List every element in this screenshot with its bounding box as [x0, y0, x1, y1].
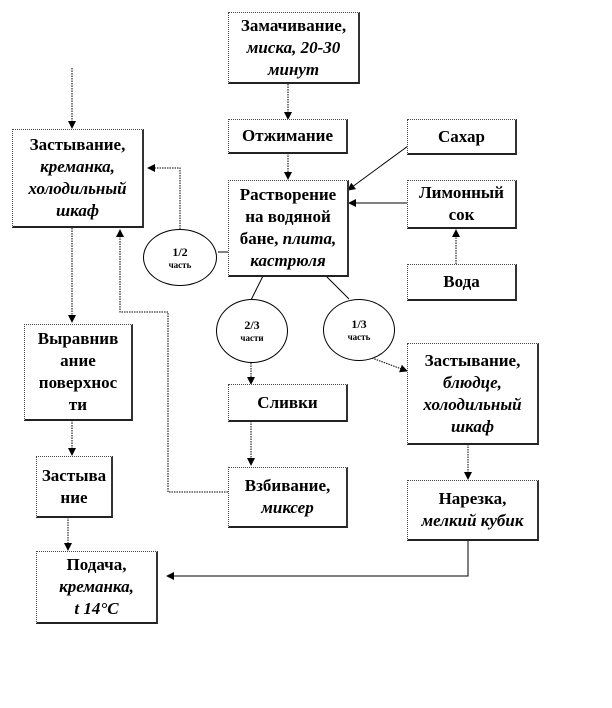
arrow-cutting-to-serving [166, 540, 469, 580]
node-text: блюдце, [443, 372, 502, 392]
node-text: холодильный [423, 394, 522, 414]
portion-two-thirds: 2/3 части [216, 299, 288, 363]
node-water: Вода [407, 264, 517, 301]
node-text: миска, 20-30 [246, 37, 341, 57]
portion-word: часть [347, 332, 371, 342]
node-text: поверхнос [38, 373, 118, 392]
node-text: на водяной [245, 207, 331, 226]
portion-fraction: 1/2 [172, 244, 188, 259]
node-text: Лимонный [419, 183, 504, 202]
portion-fraction: 2/3 [244, 318, 260, 332]
node-text: Замачивание, [240, 15, 347, 35]
node-text: Нарезка, [438, 489, 507, 508]
node-text: кастрюля [250, 251, 326, 270]
node-text: Застыва [41, 465, 107, 485]
node-text: шкаф [55, 201, 99, 220]
node-lemon-juice: Лимонный сок [407, 180, 517, 229]
node-setting-bowl: Застывание, креманка, холодильный шкаф [12, 129, 144, 228]
node-text: Сливки [257, 392, 318, 412]
portion-one-third: 1/3 часть [323, 299, 395, 361]
node-text: Подача, [66, 555, 127, 574]
node-serving: Подача, креманка, t 14°C [36, 551, 158, 624]
node-leveling: Выравнив ание поверхнос ти [24, 324, 133, 421]
node-text: ание [60, 351, 96, 370]
arrow-half-to-setting-bowl [147, 164, 181, 229]
line-dissolving-to-two-thirds [250, 275, 264, 301]
node-text: бане, [239, 229, 283, 248]
arrow-sugar-to-dissolving [347, 145, 409, 191]
node-setting2: Застыва ние [36, 456, 113, 518]
node-text: мелкий кубик [421, 511, 524, 530]
node-text: Сахар [437, 126, 485, 146]
node-text: Вода [443, 272, 480, 291]
node-text: плита, [282, 229, 337, 248]
portion-fraction: 1/3 [351, 317, 367, 331]
node-text: ние [60, 487, 88, 507]
node-text: шкаф [450, 416, 494, 436]
node-text: креманка, [59, 577, 134, 596]
arrow-one-third-to-saucer [371, 357, 408, 373]
node-text: миксер [261, 498, 314, 517]
node-text: Отжимание [241, 126, 333, 145]
portion-word: часть [168, 259, 192, 270]
node-squeezing: Отжимание [228, 119, 348, 154]
node-text: минут [267, 59, 320, 79]
node-cream: Сливки [228, 384, 348, 422]
node-text: Растворение [239, 185, 337, 204]
node-text: холодильный [28, 179, 127, 198]
node-text: t 14°C [74, 599, 119, 618]
node-text: креманка, [40, 157, 115, 176]
node-text: Взбивание, [244, 476, 331, 495]
node-text: ти [68, 395, 88, 414]
node-text: сок [448, 205, 475, 224]
node-dissolving: Растворение на водяной бане, плита, каст… [228, 180, 349, 277]
portion-word: части [240, 333, 264, 343]
node-text: Выравнив [37, 329, 119, 348]
portion-half: 1/2 часть [143, 229, 217, 286]
node-sugar: Сахар [407, 119, 517, 155]
node-soaking: Замачивание, миска, 20-30 минут [228, 12, 360, 84]
node-text: Застывание, [424, 350, 521, 370]
node-text: Застывание, [29, 135, 126, 154]
node-setting-saucer: Застывание, блюдце, холодильный шкаф [407, 343, 539, 445]
arrow-whipping-to-setting-bowl [116, 229, 228, 493]
node-whipping: Взбивание, миксер [228, 467, 348, 528]
node-cutting: Нарезка, мелкий кубик [407, 480, 539, 541]
line-dissolving-to-one-third [325, 275, 350, 300]
